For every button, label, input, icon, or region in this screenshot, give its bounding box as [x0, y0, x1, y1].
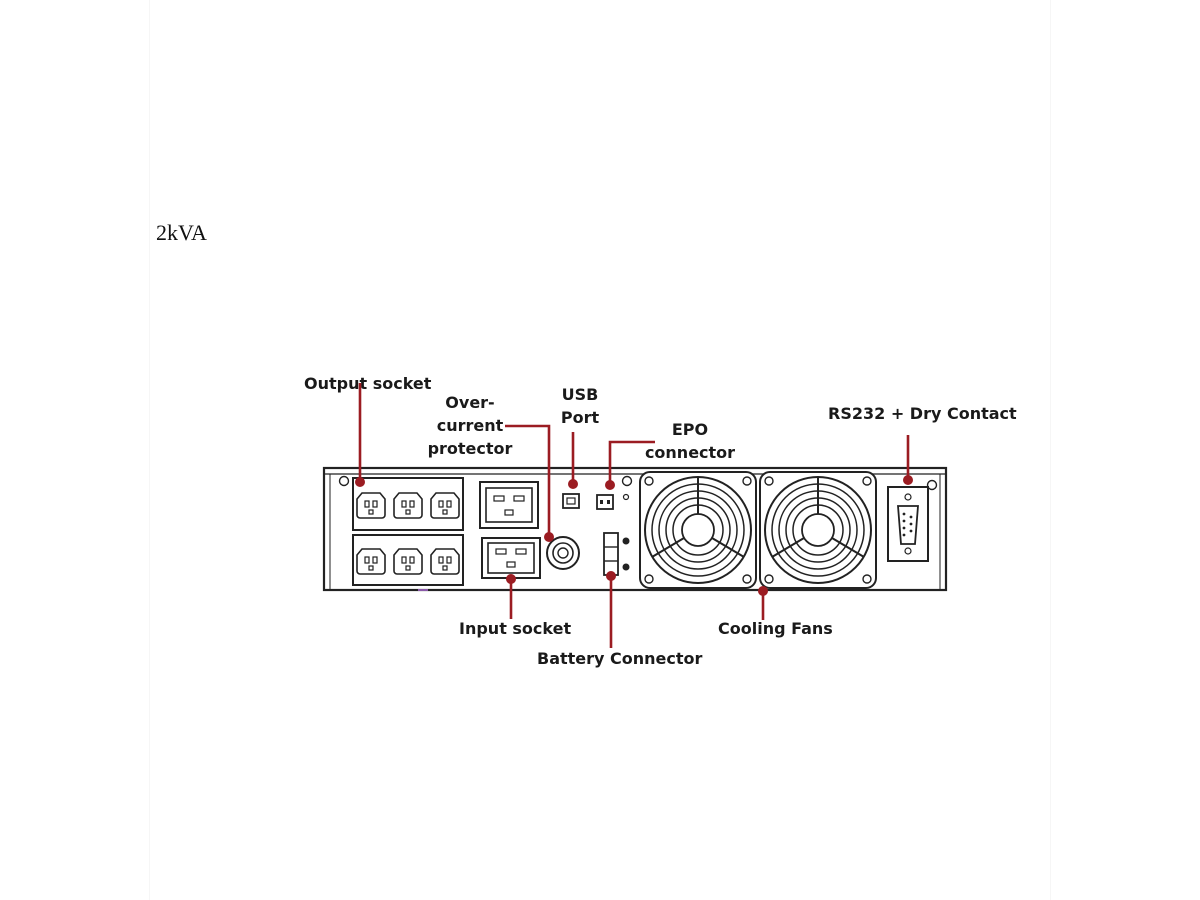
label-input-socket: Input socket: [459, 619, 572, 638]
label-rs232-dry-contact: RS232 + Dry Contact: [828, 404, 1017, 423]
screw-icon: [338, 475, 350, 487]
output-socket-icon: [356, 548, 386, 575]
label-overcurrent-line3: protector: [427, 439, 513, 458]
output-socket-icon: [430, 492, 460, 519]
label-epo-line2: connector: [644, 443, 736, 462]
output-socket-bank: [352, 477, 464, 586]
callout-dots: [355, 475, 913, 596]
screw-icon: [621, 475, 633, 487]
output-socket-icon: [393, 548, 423, 575]
label-usb-line1: USB: [561, 385, 599, 404]
cooling-fan-icon: [639, 471, 757, 589]
label-output-socket: Output socket: [304, 374, 432, 393]
label-overcurrent-line2: current: [436, 416, 504, 435]
rs232-port-icon: [887, 486, 929, 562]
output-socket-icon: [356, 492, 386, 519]
output-socket-icon: [430, 548, 460, 575]
cooling-fan-icon: [759, 471, 877, 589]
label-battery-connector: Battery Connector: [537, 649, 703, 668]
input-socket: [481, 537, 541, 579]
output-socket-icon: [393, 492, 423, 519]
screw-icon: [926, 479, 938, 491]
label-cooling-fans: Cooling Fans: [718, 619, 833, 638]
callout-lines: [358, 383, 910, 648]
breaker-icon: [546, 536, 580, 570]
document-page: [150, 0, 1050, 900]
label-epo-connector: EPO connector: [640, 418, 740, 464]
label-usb-line2: Port: [560, 408, 600, 427]
epo-connector-icon: [596, 493, 630, 510]
model-heading: 2kVA: [156, 220, 207, 245]
usb-port-icon: [562, 493, 580, 509]
c19-output-socket: [479, 481, 539, 529]
label-usb-port: USB Port: [550, 383, 610, 429]
label-epo-line1: EPO: [671, 420, 709, 439]
label-overcurrent-line1: Over-: [445, 393, 495, 412]
label-overcurrent-protector: Over- current protector: [418, 391, 522, 460]
